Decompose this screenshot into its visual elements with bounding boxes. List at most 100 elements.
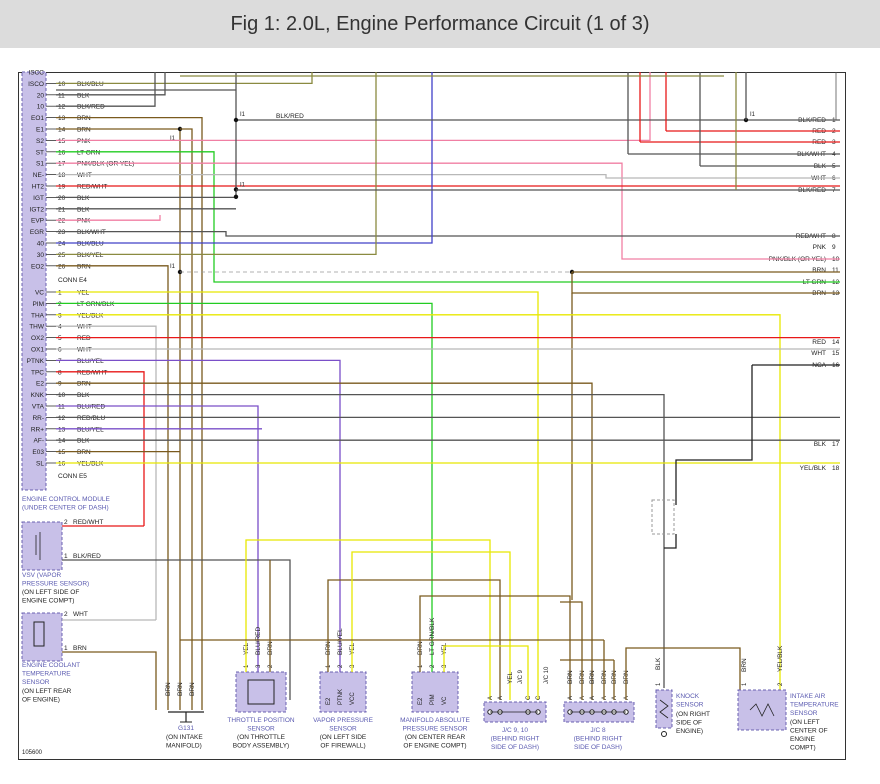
- pin-number: 23: [58, 229, 66, 236]
- vps-label: SENSOR: [329, 726, 357, 733]
- pin-number: 7: [58, 358, 62, 365]
- wire-color-label: BLK: [77, 392, 90, 399]
- wire-blkblu-40: [56, 72, 433, 244]
- pin-number: 13: [58, 426, 66, 433]
- map-inner-label: E2: [418, 697, 424, 705]
- pin-number: 10: [58, 392, 66, 399]
- output-number: 15: [832, 350, 840, 357]
- wire-color-label: BRN: [741, 658, 748, 672]
- wire-ect-1: [62, 651, 157, 710]
- pin-number: 6: [58, 347, 62, 354]
- wire-color-label: RED/BLU: [77, 415, 105, 422]
- jc910-label: J/C 9, 10: [502, 727, 528, 734]
- tps-location: (ON THROTTLE: [237, 734, 286, 741]
- vps-module: [319, 671, 367, 713]
- wire-color-label: BLK: [77, 206, 90, 213]
- output-number: 14: [832, 339, 840, 346]
- figure-id: 105600: [22, 750, 43, 756]
- ground-location: (ON INTAKE: [166, 734, 203, 741]
- wire-tps-1: [245, 539, 491, 700]
- wire-color-label: YEL: [77, 290, 90, 297]
- pin-number: 2: [430, 664, 436, 668]
- wire-wht-ne: [56, 173, 840, 179]
- wire-bluyel-ptnk: [56, 359, 341, 672]
- ect-location: OF ENGINE): [22, 697, 60, 704]
- wire-color-label: BLU/YEL: [77, 358, 104, 365]
- ecm-pin-egr: EGR: [30, 229, 44, 236]
- wire-nca-down: [675, 365, 753, 505]
- ground-wire-label: BRN: [165, 682, 172, 696]
- pin-number: 12: [58, 415, 66, 422]
- pin-number: 21: [58, 206, 66, 213]
- pin-number: A: [568, 696, 574, 700]
- splice-i1-e: [233, 117, 239, 123]
- wire-color-label: BRN: [589, 670, 596, 684]
- pin-number: C: [536, 695, 542, 700]
- wire-color-label: BLU/YEL: [77, 426, 104, 433]
- ecm-pin-knk: KNK: [31, 392, 45, 399]
- ecm-pin-eo2: EO2: [31, 263, 44, 270]
- ecm-pin-iscc: ISCC: [28, 70, 44, 77]
- wire-color-label: BLK: [77, 195, 90, 202]
- wire-vps-3: [351, 551, 511, 700]
- ecm-pin-s1: S1: [36, 161, 44, 168]
- jc-ref: J/C 10: [544, 666, 550, 684]
- wire-color-label: WHT: [77, 324, 92, 331]
- vps-location: (ON LEFT SIDE: [320, 734, 367, 741]
- wire-blk-knk: [56, 393, 665, 688]
- pin-number: 2: [778, 682, 784, 686]
- jc8-label: J/C 8: [590, 727, 606, 734]
- wire-color-label: BLK/RED: [77, 104, 105, 111]
- splice-i1-c: [233, 194, 239, 199]
- iat-label: INTAKE AIR: [790, 693, 826, 700]
- wire-color-label: RED: [77, 335, 91, 342]
- wire-color-label: BRN: [77, 381, 91, 388]
- vps-label: VAPOR PRESSURE: [313, 717, 374, 724]
- wire-color-label: BRN: [567, 670, 574, 684]
- ecm-pin-vc: VC: [35, 290, 44, 297]
- vsv-module: [21, 521, 63, 571]
- wire-vsv-1: [62, 559, 291, 700]
- map-location: OF ENGINE COMPT): [403, 743, 466, 750]
- vsv-location: ENGINE COMPT): [22, 598, 74, 605]
- wire-color-label: BLU/RED: [255, 627, 262, 655]
- pin-number: 1: [326, 664, 332, 668]
- wire-blkyel-30: [56, 72, 377, 256]
- wire-color-label: BLK/WHT: [77, 229, 106, 236]
- map-module: [411, 671, 459, 713]
- wire-color-label: PNK: [77, 138, 91, 145]
- pin-number: 2: [58, 301, 62, 308]
- wire-blured-vta: [56, 405, 259, 672]
- iat-resistor: [749, 703, 775, 717]
- wire-color-label: BLK: [655, 657, 662, 670]
- pin-number: 3: [442, 664, 448, 668]
- ecm-pin-ne-: NE-: [33, 172, 44, 179]
- diagram-title: Fig 1: 2.0L, Engine Performance Circuit …: [230, 12, 650, 35]
- pin-number: 14: [58, 127, 66, 134]
- pin-number: A: [590, 696, 596, 700]
- ect-label: TEMPERATURE: [22, 671, 71, 678]
- pin-number: 2: [268, 664, 274, 668]
- wire-color-label: BLK: [77, 92, 90, 99]
- wire-color-label: YEL: [507, 671, 514, 684]
- wire-color-label: YEL/BLK: [777, 645, 784, 672]
- knock-symbol: [659, 699, 669, 719]
- ecm-pin-20: 20: [37, 92, 45, 99]
- jc-ref: J/C 9: [518, 669, 524, 684]
- wire-map-1: [419, 595, 571, 700]
- wire-color-label: RED/WHT: [77, 369, 107, 376]
- ecm-pin-e2: E2: [36, 381, 44, 388]
- knock-location: (ON RIGHT: [676, 711, 710, 718]
- pin-number: 1: [656, 682, 662, 686]
- ground-wire-label: BRN: [177, 682, 184, 696]
- wire-brn-e2: [56, 382, 593, 700]
- knock-terminal: [661, 731, 667, 737]
- wire-redwht-tpc: [56, 371, 145, 526]
- wire-pnkblk-s1: [56, 162, 840, 260]
- pin-number: 22: [58, 218, 66, 225]
- output-label: BRN: [812, 267, 826, 274]
- wire-color-label: PNK: [77, 218, 91, 225]
- ect-module: [21, 612, 63, 662]
- ecm-pin-igt2: IGT2: [30, 206, 45, 213]
- wire-brn-eo1: [56, 116, 203, 710]
